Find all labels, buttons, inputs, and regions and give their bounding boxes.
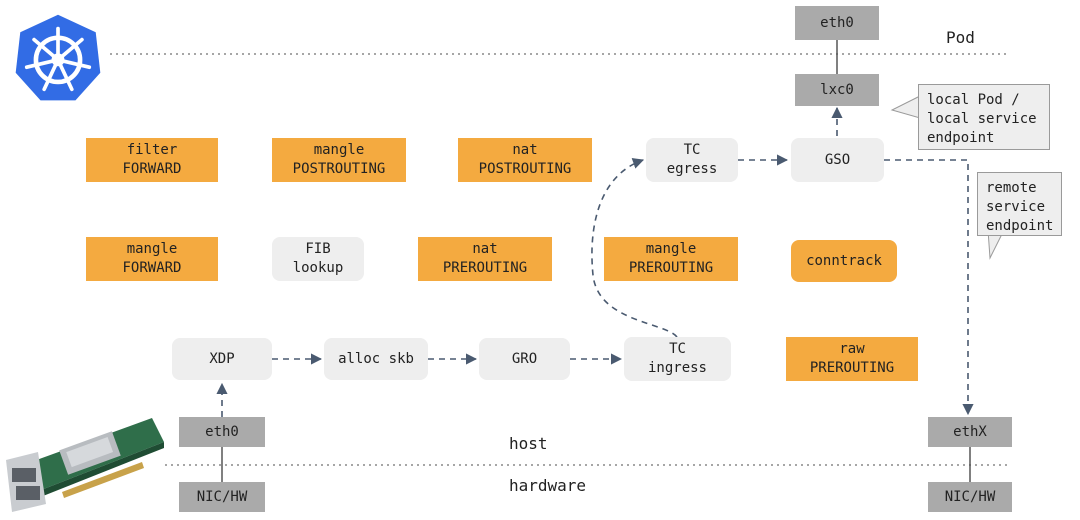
gso-stage: GSO [791,138,884,182]
nat-prerouting-table: nat PREROUTING [418,237,552,281]
local-endpoint-callout: local Pod / local service endpoint [918,84,1050,150]
mangle-prerouting-table: mangle PREROUTING [604,237,738,281]
remote-endpoint-callout: remote service endpoint [977,172,1062,236]
tc-egress-stage: TC egress [646,138,738,182]
lxc0-interface: lxc0 [795,74,879,106]
hardware-layer-label: hardware [509,476,587,495]
host-eth0-interface: eth0 [179,417,265,447]
nic-card-image [6,418,164,512]
conntrack-table: conntrack [791,240,897,282]
raw-prerouting-table: raw PREROUTING [786,337,918,381]
nat-postrouting-table: nat POSTROUTING [458,138,592,182]
left-nic-hw-label: NIC/HW [196,488,248,505]
lxc0-label: lxc0 [820,81,854,98]
arrow-gso-to-ethx [884,159,974,416]
fib-lookup-stage: FIB lookup [272,237,364,281]
filter-forward-table: filter FORWARD [86,138,218,182]
host-layer-label: host [509,434,548,453]
mangle-forward-table: mangle FORWARD [86,237,218,281]
mangle-postrouting-table: mangle POSTROUTING [272,138,406,182]
ethx-label: ethX [953,423,987,440]
left-nic-hw-interface: NIC/HW [179,482,265,512]
gro-stage: GRO [479,338,570,380]
host-eth0-label: eth0 [205,423,239,440]
alloc-skb-stage: alloc skb [324,338,428,380]
pod-eth0-interface: eth0 [795,6,879,40]
arrow-tc-ingress-to-tc-egress [591,158,678,338]
xdp-stage: XDP [172,338,272,380]
right-nic-hw-label: NIC/HW [944,488,996,505]
tc-ingress-stage: TC ingress [624,337,731,381]
kubernetes-logo-icon [15,14,101,101]
pod-eth0-label: eth0 [820,14,854,31]
ethx-interface: ethX [928,417,1012,447]
right-nic-hw-interface: NIC/HW [928,482,1012,512]
pod-layer-label: Pod [946,28,975,47]
